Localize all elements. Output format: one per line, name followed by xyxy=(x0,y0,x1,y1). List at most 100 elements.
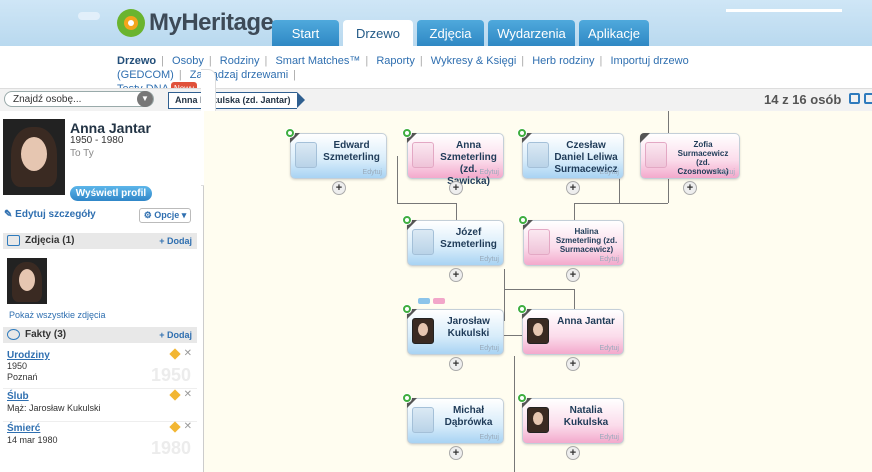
add-fact-label: Dodaj xyxy=(166,330,192,340)
edit-link[interactable]: Edytuj xyxy=(479,434,499,441)
edit-link[interactable]: Edytuj xyxy=(599,169,619,176)
person-photo xyxy=(412,318,434,344)
male-avatar-icon xyxy=(412,229,434,255)
edit-link[interactable]: Edytuj xyxy=(599,256,619,263)
expand-plus-icon[interactable]: + xyxy=(566,181,580,195)
view-profile-button[interactable]: Wyświetl profil xyxy=(70,186,152,201)
cloud-decoration xyxy=(78,12,100,20)
person-photo xyxy=(527,318,549,344)
subnav-rodziny[interactable]: Rodziny xyxy=(219,55,260,67)
photo-thumbnail[interactable] xyxy=(7,258,47,304)
expand-plus-icon[interactable]: + xyxy=(683,181,697,195)
female-avatar-icon xyxy=(645,142,667,168)
tree-view-icon[interactable] xyxy=(849,93,860,104)
show-all-photos-link[interactable]: Pokaż wszystkie zdjęcia xyxy=(9,310,106,320)
expand-plus-icon[interactable]: + xyxy=(449,446,463,460)
person-panel: Anna Jantar 1950 - 1980 To Ty Wyświetl p… xyxy=(0,111,204,472)
delete-icon[interactable]: ✕ xyxy=(183,348,192,359)
person-card-czeslaw[interactable]: Czesław Daniel Leliwa Surmacewicz Edytuj xyxy=(522,133,624,179)
status-dot-icon xyxy=(402,215,412,225)
header: MyHeritage Start Drzewo Zdjęcia Wydarzen… xyxy=(0,0,872,46)
chevron-down-icon[interactable]: ▼ xyxy=(137,91,153,107)
delete-icon[interactable]: ✕ xyxy=(183,421,192,432)
person-card-zofia[interactable]: Zofia Surmacewicz (zd. Czosnowska) Edytu… xyxy=(640,133,740,179)
subnav-smart-matches[interactable]: Smart Matches™ xyxy=(275,55,361,67)
person-card-anna-szmeterling[interactable]: Anna Szmeterling (zd. Sawicka) Edytuj xyxy=(407,133,504,187)
fact-line1[interactable]: Mąż: Jarosław Kukulski xyxy=(7,403,101,413)
edit-link[interactable]: Edytuj xyxy=(715,169,735,176)
people-count: 14 z 16 osób xyxy=(764,92,842,107)
relation-label: To Ty xyxy=(70,148,94,159)
person-name: Józef Szmeterling xyxy=(440,227,497,250)
edit-pencil-icon[interactable] xyxy=(169,389,181,401)
status-dot-icon xyxy=(517,304,527,314)
expand-plus-icon[interactable]: + xyxy=(566,268,580,282)
edit-pencil-icon[interactable] xyxy=(169,421,181,433)
expand-plus-icon[interactable]: + xyxy=(332,181,346,195)
subnav-osoby[interactable]: Osoby xyxy=(172,55,204,67)
family-tree-canvas[interactable]: Edward Szmeterling Edytuj Anna Szmeterli… xyxy=(204,111,872,472)
expand-plus-icon[interactable]: + xyxy=(449,357,463,371)
subnav-raporty[interactable]: Raporty xyxy=(376,55,415,67)
main-tabs: Start Drzewo Zdjęcia Wydarzenia Aplikacj… xyxy=(272,20,649,46)
person-card-jozef[interactable]: Józef Szmeterling Edytuj xyxy=(407,220,504,266)
person-card-jaroslaw[interactable]: Jarosław Kukulski Edytuj xyxy=(407,309,504,355)
expand-plus-icon[interactable]: + xyxy=(449,268,463,282)
spouse-icon[interactable] xyxy=(433,298,445,304)
status-dot-icon xyxy=(402,304,412,314)
person-card-michal[interactable]: Michał Dąbrówka Edytuj xyxy=(407,398,504,444)
edit-pencil-icon[interactable] xyxy=(169,348,181,360)
male-avatar-icon xyxy=(527,142,549,168)
person-name: Natalia Kukulska xyxy=(563,405,609,428)
person-card-anna-jantar[interactable]: Anna Jantar Edytuj xyxy=(522,309,624,355)
expand-plus-icon[interactable]: + xyxy=(566,446,580,460)
status-dot-icon xyxy=(402,128,412,138)
spouse-icon[interactable] xyxy=(418,298,430,304)
subnav-wykresy[interactable]: Wykresy & Księgi xyxy=(430,55,517,67)
expand-plus-icon[interactable]: + xyxy=(566,357,580,371)
subnav-drzewo[interactable]: Drzewo xyxy=(117,55,157,67)
tab-wydarzenia[interactable]: Wydarzenia xyxy=(488,20,575,46)
connector-line xyxy=(504,335,522,336)
delete-icon[interactable]: ✕ xyxy=(183,389,192,400)
fact-title[interactable]: Śmierć xyxy=(7,423,41,434)
person-search-input[interactable]: Znajdź osobę... xyxy=(4,91,154,107)
edit-link[interactable]: Edytuj xyxy=(479,169,499,176)
add-fact-link[interactable]: + Dodaj xyxy=(159,330,192,340)
edit-link[interactable]: Edytuj xyxy=(479,345,499,352)
profile-photo[interactable] xyxy=(3,119,65,195)
tab-start[interactable]: Start xyxy=(272,20,339,46)
add-photo-link[interactable]: + Dodaj xyxy=(159,236,192,246)
options-dropdown[interactable]: ⚙ Opcje ▾ xyxy=(139,208,191,223)
add-photo-label: Dodaj xyxy=(166,236,192,246)
status-dot-icon xyxy=(517,393,527,403)
edit-link[interactable]: Edytuj xyxy=(362,169,382,176)
fact-marriage: Ślub ✕ Mąż: Jarosław Kukulski xyxy=(3,389,197,422)
edit-link[interactable]: Edytuj xyxy=(599,434,619,441)
person-card-edward[interactable]: Edward Szmeterling Edytuj xyxy=(290,133,387,179)
female-avatar-icon xyxy=(528,229,550,255)
male-avatar-icon xyxy=(412,407,434,433)
connector-line xyxy=(574,289,575,309)
tab-drzewo[interactable]: Drzewo xyxy=(343,20,413,46)
fact-title[interactable]: Ślub xyxy=(7,391,29,402)
edit-link[interactable]: Edytuj xyxy=(599,345,619,352)
person-card-halina[interactable]: Halina Szmeterling (zd. Surmacewicz) Edy… xyxy=(523,220,624,266)
subnav-importuj[interactable]: Importuj drzewo (GEDCOM) xyxy=(117,55,689,81)
fact-title[interactable]: Urodziny xyxy=(7,350,50,361)
connector-line xyxy=(619,156,620,203)
connector-line xyxy=(504,289,574,290)
edit-details-link[interactable]: ✎ Edytuj szczegóły xyxy=(4,209,96,220)
person-photo xyxy=(527,407,549,433)
connector-line xyxy=(397,203,456,204)
subnav-herb[interactable]: Herb rodziny xyxy=(532,55,595,67)
pedigree-view-icon[interactable] xyxy=(864,93,872,104)
tab-aplikacje[interactable]: Aplikacje xyxy=(579,20,649,46)
edit-link[interactable]: Edytuj xyxy=(479,256,499,263)
connector-line xyxy=(514,356,515,472)
myheritage-logo[interactable]: MyHeritage xyxy=(117,8,274,38)
breadcrumb[interactable]: Anna Kukulska (zd. Jantar) xyxy=(168,92,305,109)
expand-plus-icon[interactable]: + xyxy=(449,181,463,195)
person-card-natalia[interactable]: Natalia Kukulska Edytuj xyxy=(522,398,624,444)
tab-zdjecia[interactable]: Zdjęcia xyxy=(417,20,484,46)
